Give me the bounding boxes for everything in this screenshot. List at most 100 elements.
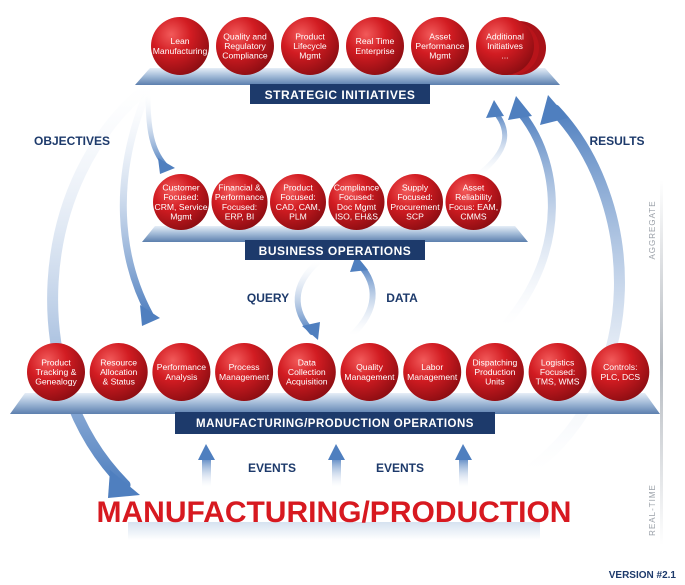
strategic-label-line: Mgmt <box>299 51 321 61</box>
mfg-ops-sphere <box>89 343 148 401</box>
mfg-ops-label-line: Units <box>485 377 505 387</box>
strategic-bar <box>250 84 430 104</box>
mfg-ops-label-line: Management <box>344 372 395 382</box>
strategic-label-line: Asset <box>429 31 451 41</box>
objectives-arrowhead-long <box>108 470 140 498</box>
objectives-arrow-biz <box>145 92 168 168</box>
mfg-ops-label-line: Performance <box>157 362 206 372</box>
business-label-line: Compliance <box>334 183 380 193</box>
mfg-ops-label-line: Management <box>407 372 458 382</box>
strategic-label-line: Product <box>295 31 325 41</box>
strategic-sphere <box>281 17 339 75</box>
aggregate-realtime-scale <box>660 180 663 545</box>
strategic-label-line: Quality and <box>223 31 267 41</box>
mfg-ops-label-line: Management <box>219 372 270 382</box>
business-label-line: CAD, CAM, <box>276 202 320 212</box>
data-arrow <box>349 262 376 338</box>
objectives-arrowhead-mfg <box>140 305 160 326</box>
business-label-line: Procurement <box>390 202 440 212</box>
mfg-ops-label-line: Quality <box>356 362 383 372</box>
mfg-ops-label-line: Logistics <box>541 357 574 367</box>
mfg-ops-sphere <box>403 343 462 401</box>
mfg-ops-sphere <box>591 343 650 401</box>
results-arrow-inner <box>475 109 508 178</box>
mfg-ops-label-line: Product <box>41 357 71 367</box>
strategic-sphere <box>411 17 469 75</box>
strategic-sphere <box>346 17 404 75</box>
mfg-ops-bar <box>175 412 495 434</box>
mfg-ops-label-line: Production <box>474 367 515 377</box>
strategic-sphere <box>151 17 209 75</box>
strategic-label-line: Mgmt <box>429 51 451 61</box>
business-label-line: ISO, EH&S <box>335 211 378 221</box>
events-label-left: EVENTS <box>248 461 296 475</box>
strategic-title: STRATEGIC INITIATIVES <box>265 88 416 102</box>
mfg-ops-label-line: Allocation <box>100 367 137 377</box>
business-sphere <box>328 174 385 230</box>
mfg-ops-label-line: Resource <box>100 357 137 367</box>
business-label-line: Mgmt <box>170 211 192 221</box>
mfg-ops-sphere <box>465 343 524 401</box>
business-label-line: Focused: <box>280 192 315 202</box>
mfg-ops-sphere <box>277 343 336 401</box>
business-label-line: Product <box>283 183 313 193</box>
mfg-ops-sphere <box>528 343 587 401</box>
results-arrow-outer <box>524 104 625 476</box>
events-arrow-3 <box>459 457 468 487</box>
data-label: DATA <box>386 291 418 305</box>
objectives-label: OBJECTIVES <box>34 134 110 148</box>
mfg-ops-label-line: Tracking & <box>36 367 77 377</box>
query-arrow <box>294 259 321 335</box>
business-label-line: Focused: <box>222 202 257 212</box>
mfg-ops-label-line: Acquisition <box>286 377 328 387</box>
mfg-ops-label-line: Analysis <box>165 372 197 382</box>
strategic-label-line: Initiatives <box>487 41 523 51</box>
production-base: MANUFACTURING/PRODUCTION <box>97 496 571 540</box>
mfg-ops-sphere <box>215 343 274 401</box>
business-label-line: CRM, Service <box>154 202 207 212</box>
objectives-arrowhead-biz <box>158 158 175 174</box>
mfg-ops-tier: MANUFACTURING/PRODUCTION OPERATIONS Prod… <box>10 343 660 434</box>
business-label-line: Focused: <box>339 192 374 202</box>
business-label-line: Performance <box>215 192 264 202</box>
mfg-ops-sphere <box>340 343 399 401</box>
strategic-label-line: Lifecycle <box>293 41 327 51</box>
business-title: BUSINESS OPERATIONS <box>259 244 412 258</box>
business-sphere <box>445 174 502 230</box>
mfg-ops-label-line: Process <box>229 362 260 372</box>
events-arrowhead-3 <box>455 444 472 460</box>
mfg-ops-label-line: & Status <box>102 377 134 387</box>
strategic-sphere <box>476 17 534 75</box>
objectives-arrow-mfg <box>119 86 154 319</box>
mfg-ops-label-line: Genealogy <box>35 377 77 387</box>
aggregate-label: AGGREGATE <box>648 200 657 259</box>
strategic-label-line: Lean <box>170 36 189 46</box>
query-arrowhead <box>302 322 320 340</box>
mfg-ops-sphere <box>152 343 211 401</box>
business-label-line: Doc Mgmt <box>337 202 377 212</box>
flow-arrows <box>47 79 625 498</box>
mfg-ops-label-line: TMS, WMS <box>536 377 580 387</box>
events-arrowhead-2 <box>328 444 345 460</box>
strategic-label-line: Additional <box>486 31 524 41</box>
results-arrowhead-inner <box>486 100 504 118</box>
events-arrow-2 <box>332 457 341 487</box>
business-label-line: PLM <box>289 211 307 221</box>
business-label-line: Focus: EAM, <box>449 202 498 212</box>
results-arrowhead-mid <box>508 96 532 120</box>
mfg-ops-label-line: Dispatching <box>472 357 517 367</box>
strategic-label-line: Regulatory <box>224 41 266 51</box>
